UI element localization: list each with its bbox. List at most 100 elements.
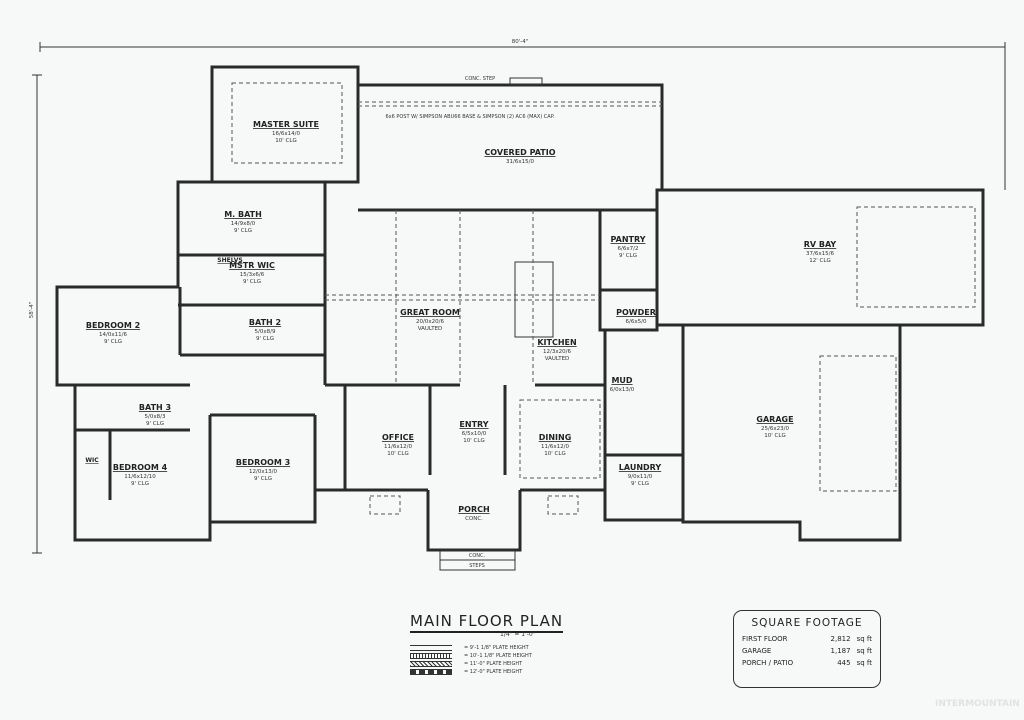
watermark: INTERMOUNTAIN <box>935 699 1020 709</box>
legend-swatch <box>410 669 452 675</box>
room-size-laundry: 9/0x11/0 <box>628 474 653 480</box>
legend-row: = 10'-1 1/8" PLATE HEIGHT <box>410 652 532 660</box>
square-footage-heading: SQUARE FOOTAGE <box>751 617 863 629</box>
room-label-bedroom-4: BEDROOM 4 <box>113 463 168 472</box>
legend-label: = 11'-0" PLATE HEIGHT <box>464 661 523 667</box>
room-size-bath-3: 5/0x8/3 <box>145 414 166 420</box>
room-label-office: OFFICE <box>382 433 414 442</box>
floor-plan-drawing: 80'-4" 58'-4" <box>29 39 1006 571</box>
room-ceiling-pantry: 9' CLG <box>619 253 637 259</box>
room-size-bedroom-2: 14/0x11/6 <box>99 332 127 338</box>
room-size-great-room: 20/0x20/6 <box>416 319 444 325</box>
legend-row: = 9'-1 1/8" PLATE HEIGHT <box>410 644 532 652</box>
room-size-bedroom-3: 12/0x13/0 <box>249 469 277 475</box>
room-label-bath-3: BATH 3 <box>139 403 171 412</box>
room-label-bath-2: BATH 2 <box>249 318 281 327</box>
post-note: 6x6 POST W/ SIMPSON ABU66 BASE & SIMPSON… <box>385 114 555 120</box>
sqft-row: PORCH / PATIO 445 sq ft <box>734 657 880 669</box>
room-label-master-suite: MASTER SUITE <box>253 120 319 129</box>
room-label-porch: PORCH <box>458 505 489 514</box>
sqft-row: FIRST FLOOR 2,812 sq ft <box>734 633 880 645</box>
room-label-bedroom-2: BEDROOM 2 <box>86 321 140 330</box>
plate-height-legend: = 9'-1 1/8" PLATE HEIGHT = 10'-1 1/8" PL… <box>410 644 532 676</box>
sqft-value: 445 <box>837 659 851 667</box>
room-label-mud: MUD <box>611 376 632 385</box>
plan-title: MAIN FLOOR PLAN <box>410 612 564 633</box>
room-label-bedroom-3: BEDROOM 3 <box>236 458 290 467</box>
room-size-master-suite: 16/6x14/0 <box>272 131 300 137</box>
room-ceiling-bedroom-4: 9' CLG <box>131 481 149 487</box>
plan-scale: 1/4" = 1'-0" <box>500 631 536 638</box>
room-label-mstr-wic: MSTR WIC <box>229 261 275 270</box>
depth-dimension: 58'-4" <box>29 302 35 319</box>
sqft-unit: sq ft <box>856 635 872 643</box>
room-size-bath-2: 5/0x8/9 <box>255 329 276 335</box>
room-ceiling-bath-3: 9' CLG <box>146 421 164 427</box>
room-size-entry: 6/5x10/0 <box>462 431 487 437</box>
legend-row: = 11'-0" PLATE HEIGHT <box>410 660 532 668</box>
room-size-garage: 25/6x23/0 <box>761 426 789 432</box>
room-size-pantry: 6/6x7/2 <box>618 246 639 252</box>
room-size-powder: 6/6x5/0 <box>626 319 647 325</box>
room-size-mstr-wic: 15/3x6/6 <box>240 272 265 278</box>
room-label-pantry: PANTRY <box>611 235 646 244</box>
room-ceiling-bedroom-3: 9' CLG <box>254 476 272 482</box>
room-size-dining: 11/6x12/0 <box>541 444 569 450</box>
room-size-office: 11/6x12/0 <box>384 444 412 450</box>
room-ceiling-entry: 10' CLG <box>463 438 484 444</box>
room-ceiling-kitchen: VAULTED <box>545 356 570 362</box>
legend-label: = 10'-1 1/8" PLATE HEIGHT <box>464 653 532 659</box>
room-ceiling-bath-2: 9' CLG <box>256 336 274 342</box>
room-size-bedroom-4: 11/6x12/10 <box>124 474 156 480</box>
room-label-laundry: LAUNDRY <box>619 463 662 472</box>
room-ceiling-mstr-wic: 9' CLG <box>243 279 261 285</box>
sqft-row: GARAGE 1,187 sq ft <box>734 645 880 657</box>
legend-swatch <box>410 653 452 659</box>
room-ceiling-bedroom-2: 9' CLG <box>104 339 122 345</box>
room-ceiling-great-room: VAULTED <box>418 326 443 332</box>
sqft-value: 2,812 <box>830 635 851 643</box>
shelves-label: SHELVS <box>217 257 242 264</box>
sqft-label: GARAGE <box>742 647 772 655</box>
sqft-label: PORCH / PATIO <box>742 659 794 667</box>
legend-swatch <box>410 661 452 667</box>
room-size-rv-bay: 37/6x15/6 <box>806 251 834 257</box>
overall-dimension-lines <box>32 42 1006 554</box>
sqft-unit: sq ft <box>856 659 872 667</box>
room-label-m-bath: M. BATH <box>224 210 262 219</box>
room-ceiling-laundry: 9' CLG <box>631 481 649 487</box>
sqft-unit: sq ft <box>856 647 872 655</box>
room-ceiling-dining: 10' CLG <box>544 451 565 457</box>
room-size-m-bath: 14/9x8/0 <box>231 221 256 227</box>
legend-label: = 12'-0" PLATE HEIGHT <box>464 669 523 675</box>
room-size-porch: CONC. <box>465 516 483 522</box>
room-label-garage: GARAGE <box>756 415 793 424</box>
room-label-entry: ENTRY <box>459 420 488 429</box>
square-footage-box: SQUARE FOOTAGE FIRST FLOOR 2,812 sq ft GAR… <box>733 610 881 688</box>
room-ceiling-rv-bay: 12' CLG <box>809 258 830 264</box>
room-label-covered-patio: COVERED PATIO <box>484 148 555 157</box>
room-label-kitchen: KITCHEN <box>537 338 576 347</box>
room-size-mud: 6/0x13/0 <box>610 387 635 393</box>
wic-label: WIC <box>85 457 99 464</box>
dashed-ceiling-lines <box>231 82 976 515</box>
walls <box>55 65 985 571</box>
room-size-kitchen: 12/3x20/6 <box>543 349 571 355</box>
room-ceiling-master-suite: 10' CLG <box>275 138 296 144</box>
sqft-value: 1,187 <box>830 647 851 655</box>
room-label-dining: DINING <box>539 433 572 442</box>
room-label-rv-bay: RV BAY <box>804 240 837 249</box>
legend-label: = 9'-1 1/8" PLATE HEIGHT <box>464 645 529 651</box>
legend-row: = 12'-0" PLATE HEIGHT <box>410 668 532 676</box>
room-ceiling-office: 10' CLG <box>387 451 408 457</box>
steps-label-1: CONC. <box>469 553 486 559</box>
room-label-great-room: GREAT ROOM <box>400 308 460 317</box>
room-ceiling-m-bath: 9' CLG <box>234 228 252 234</box>
room-ceiling-garage: 10' CLG <box>764 433 785 439</box>
room-size-covered-patio: 31/6x15/0 <box>506 159 534 165</box>
width-dimension: 80'-4" <box>512 39 529 45</box>
conc-step-note: CONC. STEP <box>465 76 495 82</box>
legend-swatch <box>410 645 452 651</box>
sqft-label: FIRST FLOOR <box>742 635 788 643</box>
